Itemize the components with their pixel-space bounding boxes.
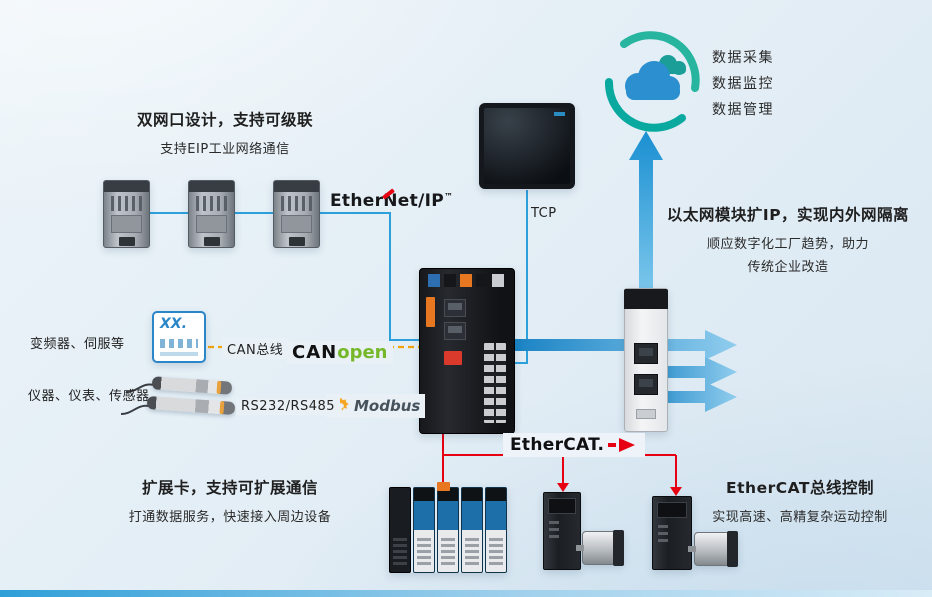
arrow-up-to-cloud [629,131,663,292]
bottom-left-title: 扩展卡，支持可扩展通信 [141,479,318,497]
expansion-slat [437,487,459,573]
module-vents [111,196,142,211]
top-left-subtitle: 支持EIP工业网络通信 [160,142,290,157]
module-port [118,237,135,246]
eip-trademark: ™ [443,192,454,203]
eip-plc-module-2 [188,180,235,248]
instrument-devices-label: 仪器、仪表、传感器 [28,389,150,404]
plc-terminal-strip [484,343,506,423]
vfd-display-bar [160,352,198,356]
monitor-logo-mark [554,112,565,116]
module-port [203,237,220,246]
module-face [196,215,227,233]
right-line2: 顺应数字化工厂趋势，助力 [706,237,869,252]
ethercat-logo: EtherCAT. [503,433,646,457]
canopen-logo: CANopen [287,341,393,364]
canopen-open: open [337,342,388,363]
module-port [288,237,305,246]
expansion-cpu-slat [389,487,411,573]
expansion-modules [389,482,507,573]
right-title: 以太网模块扩IP，实现内外网隔离 [666,206,910,224]
ethernet-expansion-module [624,288,668,432]
plc-brand-tag [426,297,435,327]
right-text: 以太网模块扩IP，实现内外网隔离 顺应数字化工厂趋势，助力 传统企业改造 [648,203,928,275]
rj45-port [634,343,658,364]
module-top-cap [189,181,234,192]
main-cloud [625,61,680,100]
module-top-cap [624,289,668,309]
rj45-port [634,374,658,395]
bottom-left-text: 扩展卡，支持可扩展通信 打通数据服务，快速接入周边设备 [75,476,385,525]
plc-ethernet-ports [444,299,466,345]
servo-drive-1 [543,492,581,570]
monitor-screen [484,108,570,184]
cloud-platform [596,24,708,136]
arrow-right-2 [634,357,737,387]
bottom-left-subtitle: 打通数据服务，快速接入周边设备 [128,510,332,525]
ethercat-text: EtherCAT. [510,435,605,455]
module-vents [196,196,227,211]
cloud-feature-3: 数据管理 [712,102,774,118]
servo-motor-1 [576,530,624,566]
servo-drive-2 [652,496,692,570]
expansion-cable-connector [437,482,450,491]
plc-switch [444,351,462,365]
module-top-cap [104,181,149,192]
module-face [111,215,142,233]
rj45-port [444,322,466,340]
vfd-devices-label: 变频器、伺服等 [30,337,125,352]
eip-network-lines [148,190,528,364]
eip-plc-module-3 [273,180,320,248]
modbus-text: Modbus [354,397,421,415]
plc-top-connectors [428,274,506,287]
eip-ip: /IP [418,191,444,211]
rj45-port [444,299,466,317]
top-left-text: 双网口设计，支持可级联 支持EIP工业网络通信 [80,108,370,157]
cloud-icon [604,31,700,132]
arrow-right-3 [634,382,737,412]
module-vents [281,196,312,211]
vfd-label: XX. [160,316,187,332]
bottom-accent-bar [0,590,932,597]
tcp-label: TCP [531,206,557,221]
canopen-can: CAN [292,342,338,363]
expansion-slat [485,487,507,573]
module-top-cap [274,181,319,192]
eip-ether: Ether [330,191,384,211]
bottom-right-subtitle: 实现高速、高精复杂运动控制 [712,510,888,525]
eip-net: Net [383,191,419,211]
main-plc-controller [419,268,515,434]
rs-bus-label: RS232/RS485 [236,398,341,415]
hmi-monitor [479,103,575,189]
top-left-title: 双网口设计，支持可级联 [136,111,313,129]
expansion-slat [461,487,483,573]
bottom-right-text: EtherCAT总线控制 实现高速、高精复杂运动控制 [650,476,932,525]
cloud-feature-2: 数据监控 [712,76,774,92]
cloud-feature-list: 数据采集 数据监控 数据管理 [712,45,774,123]
bottom-right-title: EtherCAT总线控制 [726,479,874,497]
modbus-logo: Modbus [326,394,426,418]
vfd-device: XX. [152,311,206,363]
module-face [281,215,312,233]
can-bus-label: CAN总线 [222,338,289,359]
expansion-slat [413,487,435,573]
ethernet-ip-logo: EtherNet/IP™ [330,191,453,211]
ethercat-arrow-icon [608,438,636,452]
cloud-feature-1: 数据采集 [712,50,774,66]
vfd-keypad [160,339,198,348]
eip-plc-module-1 [103,180,150,248]
module-foot [636,409,656,419]
servo-motor-2 [688,531,738,567]
right-line3: 传统企业改造 [747,260,829,275]
